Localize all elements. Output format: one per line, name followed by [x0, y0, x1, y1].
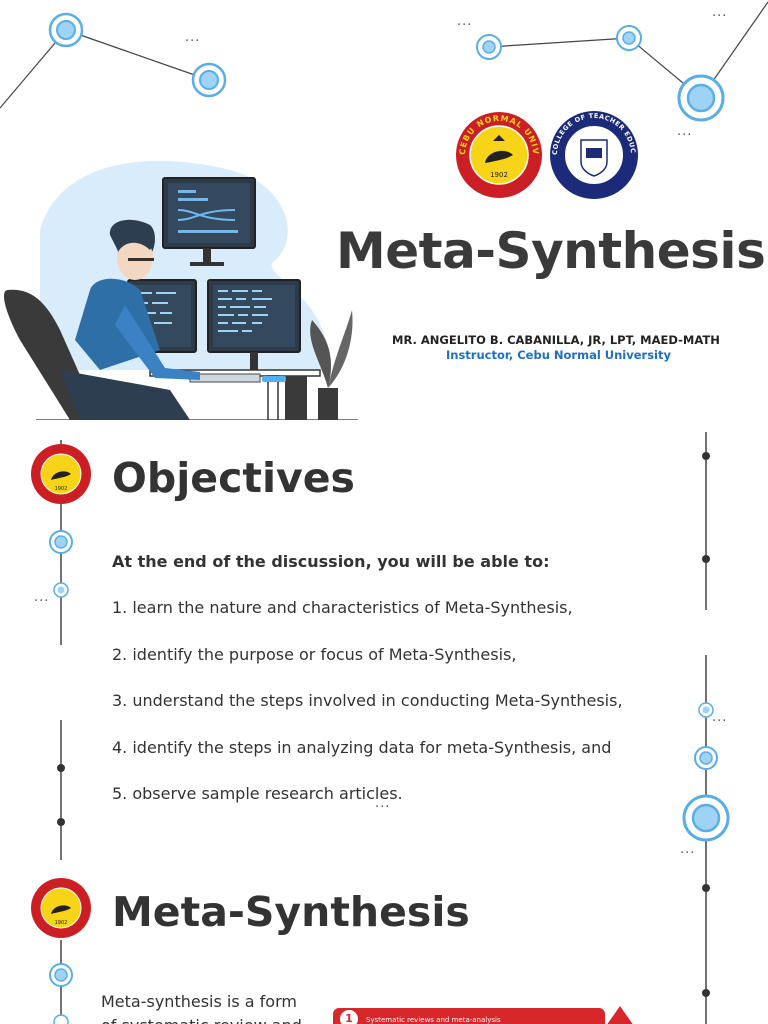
ellipsis-icon: ... — [712, 710, 728, 725]
presenter-role: Instructor, Cebu Normal University — [446, 348, 671, 362]
presentation-title: Meta-Synthesis — [336, 222, 766, 280]
cebu-normal-university-seal: 1902 — [31, 878, 91, 938]
objectives-heading: Objectives — [112, 454, 355, 502]
presenter-name: MR. ANGELITO B. CABANILLA, JR, LPT, MAED… — [392, 333, 720, 347]
developer-illustration — [4, 160, 358, 421]
cebu-normal-university-seal: 1902 CEBU NORMAL UNIVERSITY — [455, 111, 542, 198]
network-node — [476, 34, 502, 60]
warning-triangle-icon — [606, 1006, 634, 1024]
timeline-decoration — [49, 432, 730, 860]
callout-bar — [333, 1008, 605, 1024]
ellipsis-icon: ... — [680, 842, 696, 857]
cebu-normal-university-seal: 1902 — [31, 444, 91, 504]
objectives-list: 1. learn the nature and characteristics … — [112, 598, 623, 831]
objective-item: 2. identify the purpose or focus of Meta… — [112, 644, 517, 664]
svg-text:1902: 1902 — [55, 920, 68, 926]
meta-synthesis-slide — [0, 860, 768, 1024]
network-node — [191, 62, 227, 98]
ellipsis-icon: ... — [457, 14, 473, 29]
network-node — [616, 25, 642, 51]
network-node — [677, 74, 725, 122]
ellipsis-icon: ... — [712, 5, 728, 20]
meta-synthesis-definition: Meta-synthesis is a form of systematic r… — [101, 992, 302, 1024]
title-slide: ... ... ... ... — [0, 0, 768, 421]
objectives-slide — [0, 420, 768, 860]
callout-number: 1 — [340, 1010, 358, 1024]
ellipsis-icon: ... — [677, 124, 693, 139]
ellipsis-icon: ... — [375, 796, 391, 811]
objective-item: 3. understand the steps involved in cond… — [112, 691, 623, 710]
college-of-teacher-education-seal: COLLEGE OF TEACHER EDUCATION — [549, 110, 638, 199]
objective-item: 4. identify the steps in analyzing data … — [112, 737, 612, 757]
svg-text:1902: 1902 — [490, 171, 508, 179]
objectives-intro: At the end of the discussion, you will b… — [112, 552, 550, 571]
callout-text: Systematic reviews and meta-analysis — [366, 1016, 501, 1024]
objective-item: 1. learn the nature and characteristics … — [112, 598, 573, 617]
svg-text:1902: 1902 — [55, 486, 68, 492]
timeline-decoration — [49, 860, 710, 1024]
objective-item: 5. observe sample research articles. — [112, 784, 403, 803]
network-decoration — [0, 1, 768, 122]
meta-synthesis-heading: Meta-Synthesis — [112, 888, 470, 936]
network-node — [48, 12, 84, 48]
ellipsis-icon: ... — [34, 590, 50, 605]
ellipsis-icon: ... — [185, 30, 201, 45]
